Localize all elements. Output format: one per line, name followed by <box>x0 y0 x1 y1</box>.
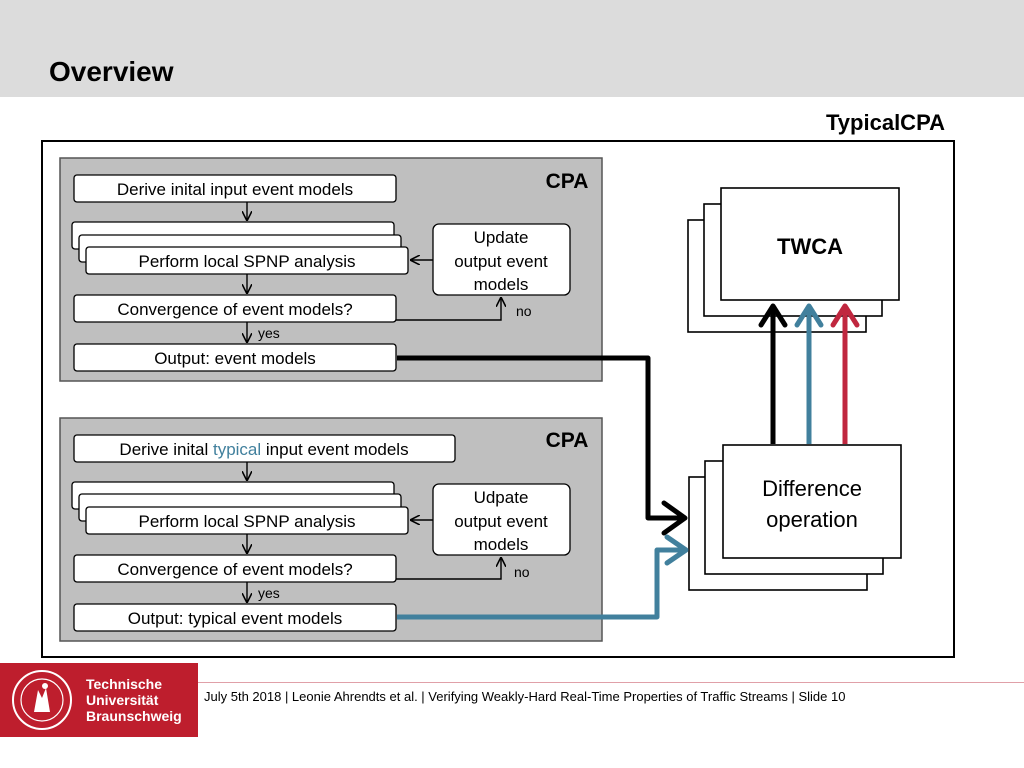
black-connector-arrowhead <box>661 500 688 536</box>
difference-line-2: operation <box>766 507 858 532</box>
university-name: Technische Universität Braunschweig <box>86 676 182 724</box>
difference-line-1: Difference <box>762 476 862 501</box>
difference-box <box>722 444 902 559</box>
analysis-text-top: Perform local SPNP analysis <box>139 252 356 271</box>
university-seal-icon <box>12 670 72 730</box>
cpa-block-top: CPA Derive inital input event models Per… <box>59 157 603 382</box>
twca-box <box>720 187 900 301</box>
update-text-top-3: models <box>474 275 529 294</box>
update-text-top-2: output event <box>454 252 548 271</box>
arrow-convergence-update-top <box>396 298 501 321</box>
typicalcpa-label: TypicalCPA <box>826 110 945 135</box>
twca-label: TWCA <box>777 234 843 259</box>
convergence-text-bottom: Convergence of event models? <box>117 560 352 579</box>
yes-label-bottom: yes <box>258 585 280 601</box>
analysis-text-bottom: Perform local SPNP analysis <box>139 512 356 531</box>
no-label-bottom: no <box>514 564 530 580</box>
twca-stack: TWCA <box>687 187 900 333</box>
cpa-top-label: CPA <box>546 170 589 193</box>
outer-frame <box>41 140 955 658</box>
output-text-top: Output: event models <box>154 349 316 368</box>
cpa-bottom-label: CPA <box>546 429 589 452</box>
yes-label-top: yes <box>258 325 280 341</box>
black-connector-output-to-difference <box>397 355 685 521</box>
blue-connector-output-to-difference <box>397 547 686 620</box>
convergence-text-top: Convergence of event models? <box>117 300 352 319</box>
no-label-top: no <box>516 303 532 319</box>
derive-prefix-bottom: Derive inital <box>119 440 213 459</box>
slide-title: Overview <box>49 56 174 87</box>
footer-text: July 5th 2018 | Leonie Ahrendts et al. |… <box>204 689 846 704</box>
derive-text-bottom: Derive inital typical input event models <box>119 440 408 459</box>
cpa-block-bottom: CPA Derive inital typical input event mo… <box>59 417 603 642</box>
output-box-bottom <box>73 603 397 632</box>
university-name-line-2: Universität <box>86 692 159 708</box>
vertical-arrow-blue-head <box>794 303 824 328</box>
university-logo-band <box>0 663 198 737</box>
output-text-bottom: Output: typical event models <box>128 609 343 628</box>
university-name-line-3: Braunschweig <box>86 708 182 724</box>
footer-divider <box>198 682 1024 683</box>
derive-highlight-bottom: typical <box>213 440 261 459</box>
output-box-top <box>73 343 397 372</box>
vertical-arrow-red-head <box>830 303 860 328</box>
vertical-arrow-black-head <box>758 303 788 328</box>
update-text-bottom-2: output event <box>454 512 548 531</box>
derive-text-top: Derive inital input event models <box>117 180 353 199</box>
header-bar <box>0 0 1024 97</box>
convergence-box-bottom <box>73 554 397 583</box>
update-text-top-1: Update <box>474 228 529 247</box>
derive-box-bottom <box>73 434 456 463</box>
update-text-bottom-1: Udpate <box>474 488 529 507</box>
derive-suffix-bottom: input event models <box>261 440 408 459</box>
difference-stack: Difference operation <box>688 444 902 591</box>
derive-box-top <box>73 174 397 203</box>
convergence-box-top <box>73 294 397 323</box>
arrow-convergence-update-bottom <box>396 558 501 580</box>
university-name-line-1: Technische <box>86 676 162 692</box>
blue-connector-arrowhead <box>664 534 689 566</box>
update-text-bottom-3: models <box>474 535 529 554</box>
